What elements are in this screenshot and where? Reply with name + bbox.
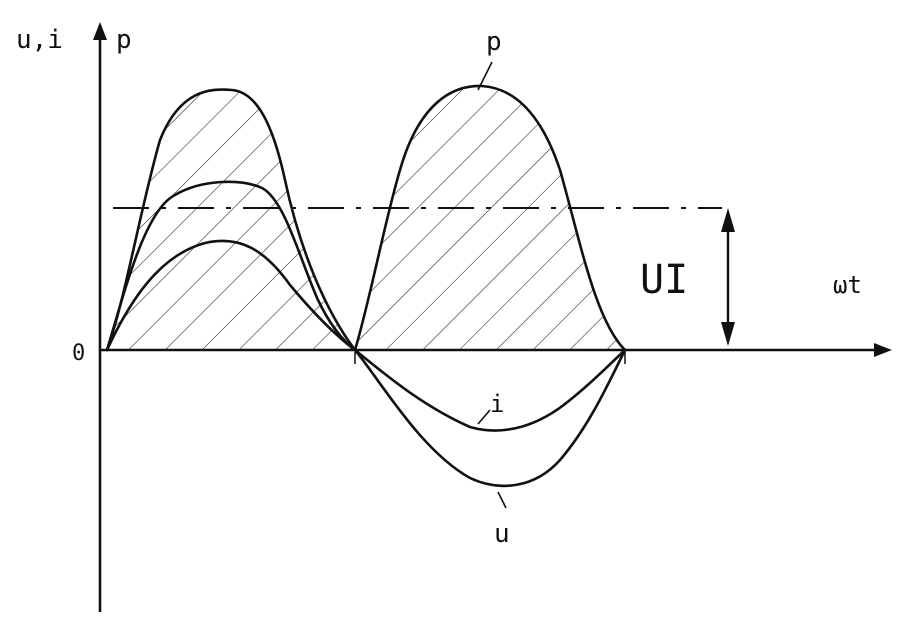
u-leader-line xyxy=(497,491,507,509)
i-leader-line xyxy=(477,409,491,425)
origin-label: 0 xyxy=(72,341,85,366)
voltage-curve-label: u xyxy=(494,519,510,549)
y-axis-power-label: p xyxy=(116,25,132,55)
x-axis-label: ωt xyxy=(833,271,862,299)
current-curve xyxy=(105,239,627,432)
axes xyxy=(93,22,892,612)
current-curve-label: i xyxy=(490,390,504,418)
average-power-arrow xyxy=(721,208,735,346)
average-power-label: UI xyxy=(640,257,688,303)
power-area-hatching xyxy=(107,85,625,350)
x-axis-arrowhead xyxy=(874,343,892,357)
y-axis-label: u,i xyxy=(16,25,63,55)
p-leader-line xyxy=(477,61,493,91)
y-axis-arrowhead xyxy=(93,22,107,40)
power-curve-label: p xyxy=(486,27,502,57)
voltage-curve xyxy=(105,180,627,488)
